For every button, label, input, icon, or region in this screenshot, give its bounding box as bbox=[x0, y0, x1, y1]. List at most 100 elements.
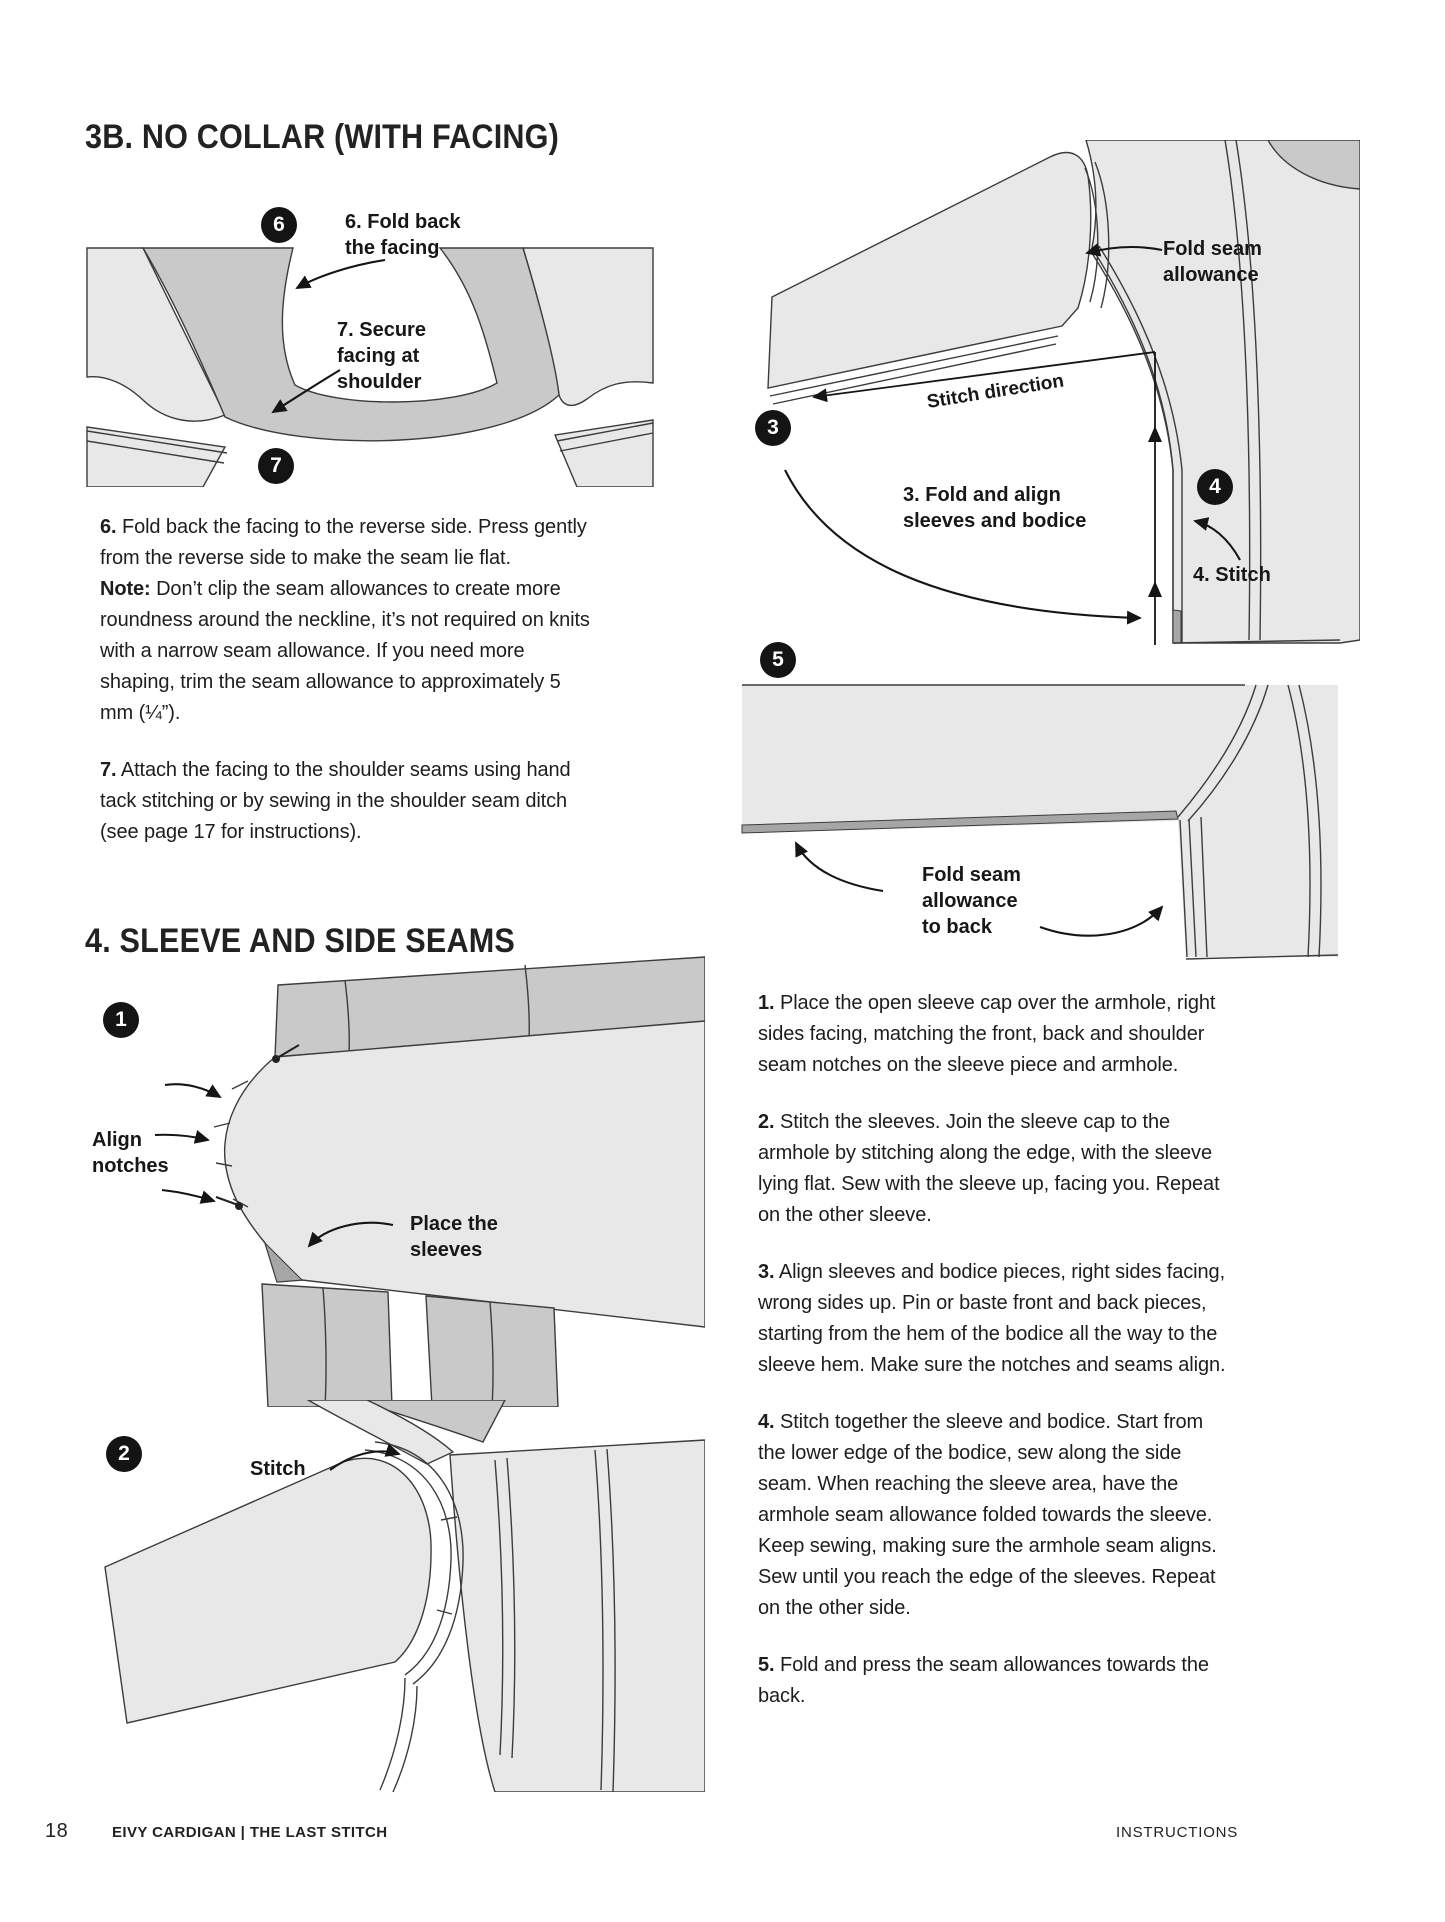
step-3-text: Align sleeves and bodice pieces, right s… bbox=[758, 1261, 1226, 1376]
place-sleeves-illustration bbox=[154, 956, 705, 1407]
fold-shadow bbox=[1172, 609, 1182, 644]
figure-neckline-facing: 6 6. Fold back the facing 7. Secure faci… bbox=[85, 195, 655, 487]
cap-seam-lines bbox=[364, 1441, 464, 1685]
vertical-fold-lines bbox=[1179, 816, 1208, 958]
step-1-number: 1. bbox=[758, 992, 775, 1014]
step-badge-6: 6 bbox=[261, 207, 297, 243]
up-arrowhead-1 bbox=[1148, 426, 1162, 442]
step-3-paragraph: 3. Align sleeves and bodice pieces, righ… bbox=[758, 1257, 1228, 1381]
secure-facing-label: 7. Secure facing at shoulder bbox=[337, 319, 426, 393]
footer-section-label: INSTRUCTIONS bbox=[1116, 1824, 1239, 1841]
step-4-text: Stitch together the sleeve and bodice. S… bbox=[758, 1411, 1217, 1619]
fold-back-label: Fold seam allowance to back bbox=[922, 864, 1021, 938]
step-badge-2: 2 bbox=[106, 1436, 142, 1472]
stitch-4-label: 4. Stitch bbox=[1193, 564, 1271, 586]
sleeve-piece bbox=[223, 1020, 705, 1328]
bodice-strip-right-seam bbox=[489, 1301, 494, 1407]
step-badge-3: 3 bbox=[755, 410, 791, 446]
lower-left-piece bbox=[86, 426, 227, 487]
bodice-front-curve bbox=[594, 1448, 616, 1792]
stitch-direction-text: Stitch direction bbox=[925, 371, 1065, 413]
note-paragraph: Note: Don’t clip the seam allowances to … bbox=[100, 574, 592, 729]
front-edge-curves bbox=[1224, 140, 1262, 641]
section-3b-title: 3B. NO COLLAR (WITH FACING) bbox=[85, 118, 560, 156]
seam-allowance-shadow bbox=[741, 810, 1179, 834]
note-text: Don’t clip the seam allowances to create… bbox=[100, 578, 590, 724]
bodice-bottom-edge bbox=[1172, 639, 1341, 644]
arrow-fold-left bbox=[795, 841, 884, 893]
bodice-strip-left bbox=[261, 1283, 393, 1407]
bodice-strip-right bbox=[425, 1295, 559, 1407]
step-7-number: 7. bbox=[100, 759, 117, 781]
step-3-number: 3. bbox=[758, 1261, 775, 1283]
arrow-to-facing bbox=[295, 258, 386, 289]
lower-right-piece bbox=[554, 419, 654, 487]
arrow-place-sleeves bbox=[307, 1221, 394, 1248]
step-6-number: 6. bbox=[100, 516, 117, 538]
figure-fold-align: Stitch direction Fold seam allowance 3 3… bbox=[740, 140, 1360, 660]
underarm-seams bbox=[379, 1677, 418, 1792]
pin-bottom-head bbox=[235, 1202, 243, 1210]
step-2-text: Stitch the sleeves. Join the sleeve cap … bbox=[758, 1111, 1220, 1226]
bodice-top-seams bbox=[344, 964, 530, 1054]
align-notches-label: Align notches bbox=[92, 1129, 169, 1177]
step-badge-7: 7 bbox=[258, 448, 294, 484]
arrow-to-shoulder-seam bbox=[271, 369, 341, 414]
arrow-notch-3 bbox=[161, 1188, 216, 1204]
step-badge-4: 4 bbox=[1197, 469, 1233, 505]
fold-align-illustration: Stitch direction bbox=[767, 140, 1360, 645]
note-label: Note: bbox=[100, 578, 151, 600]
arrow-stitch bbox=[329, 1443, 401, 1471]
step-6-text: Fold back the facing to the reverse side… bbox=[100, 516, 587, 569]
step-7-text: Attach the facing to the shoulder seams … bbox=[100, 759, 571, 843]
steps-3b-text: 6. Fold back the facing to the reverse s… bbox=[100, 512, 592, 874]
step-5-text: Fold and press the seam allowances towar… bbox=[758, 1654, 1209, 1707]
sleeve-panel bbox=[104, 1457, 432, 1724]
step-6-paragraph: 6. Fold back the facing to the reverse s… bbox=[100, 512, 592, 574]
section-4-title: 4. SLEEVE AND SIDE SEAMS bbox=[85, 922, 515, 960]
left-shoulder-piece bbox=[86, 247, 226, 422]
cap-seam-notches bbox=[436, 1516, 458, 1615]
shoulder-cap-curves bbox=[1177, 684, 1269, 822]
up-arrowhead-2 bbox=[1148, 581, 1162, 597]
figure-place-sleeves: 1 Align notches Place the sleeves bbox=[70, 955, 705, 1407]
fold-align-label: 3. Fold and align sleeves and bodice bbox=[903, 484, 1087, 532]
step-1-paragraph: 1. Place the open sleeve cap over the ar… bbox=[758, 988, 1228, 1081]
pin-top bbox=[276, 1044, 300, 1059]
stitch-label: Stitch bbox=[250, 1458, 306, 1480]
front-edge-curves-2 bbox=[1287, 684, 1322, 958]
fold-seam-allowance-label: Fold seam allowance bbox=[1163, 238, 1262, 286]
bodice-strip-left-seam bbox=[322, 1287, 327, 1407]
step-4-paragraph: 4. Stitch together the sleeve and bodice… bbox=[758, 1407, 1228, 1624]
cap-seam-curves bbox=[1084, 161, 1110, 309]
footer-booklet-title: EIVY CARDIGAN | THE LAST STITCH bbox=[112, 1824, 388, 1841]
right-seam-lines bbox=[556, 422, 654, 452]
arrow-fold-right bbox=[1039, 905, 1164, 937]
neck-facing-band bbox=[141, 247, 560, 442]
step-2-paragraph: 2. Stitch the sleeves. Join the sleeve c… bbox=[758, 1107, 1228, 1231]
step-2-number: 2. bbox=[758, 1111, 775, 1133]
upper-sleeve-band bbox=[306, 1400, 455, 1465]
step-7-paragraph: 7. Attach the facing to the shoulder sea… bbox=[100, 755, 592, 848]
step-5-number: 5. bbox=[758, 1654, 775, 1676]
page-number: 18 bbox=[45, 1820, 69, 1842]
sleeve-band bbox=[767, 151, 1092, 389]
pin-top-head bbox=[272, 1055, 280, 1063]
neckline-facing-illustration bbox=[86, 247, 654, 487]
step-5-paragraph: 5. Fold and press the seam allowances to… bbox=[758, 1650, 1228, 1712]
figure-stitch-cap: 2 Stitch bbox=[75, 1400, 705, 1792]
pin-bottom bbox=[215, 1196, 239, 1206]
bodice-facing-curve bbox=[494, 1457, 516, 1759]
arrow-4-stitch bbox=[1193, 517, 1241, 561]
back-neck-curve bbox=[1267, 140, 1360, 190]
fold-back-facing-label: 6. Fold back the facing bbox=[345, 211, 461, 259]
bottom-edge bbox=[1185, 954, 1339, 960]
arrow-fold-seam-allowance bbox=[1085, 242, 1163, 257]
stitch-direction-diagonal bbox=[812, 351, 1156, 403]
step-4-number: 4. bbox=[758, 1411, 775, 1433]
place-sleeves-label: Place the sleeves bbox=[410, 1213, 498, 1261]
figure-fold-back: Fold seam allowance to back bbox=[740, 683, 1360, 975]
step-badge-1: 1 bbox=[103, 1002, 139, 1038]
arrow-notch-2 bbox=[154, 1130, 210, 1144]
